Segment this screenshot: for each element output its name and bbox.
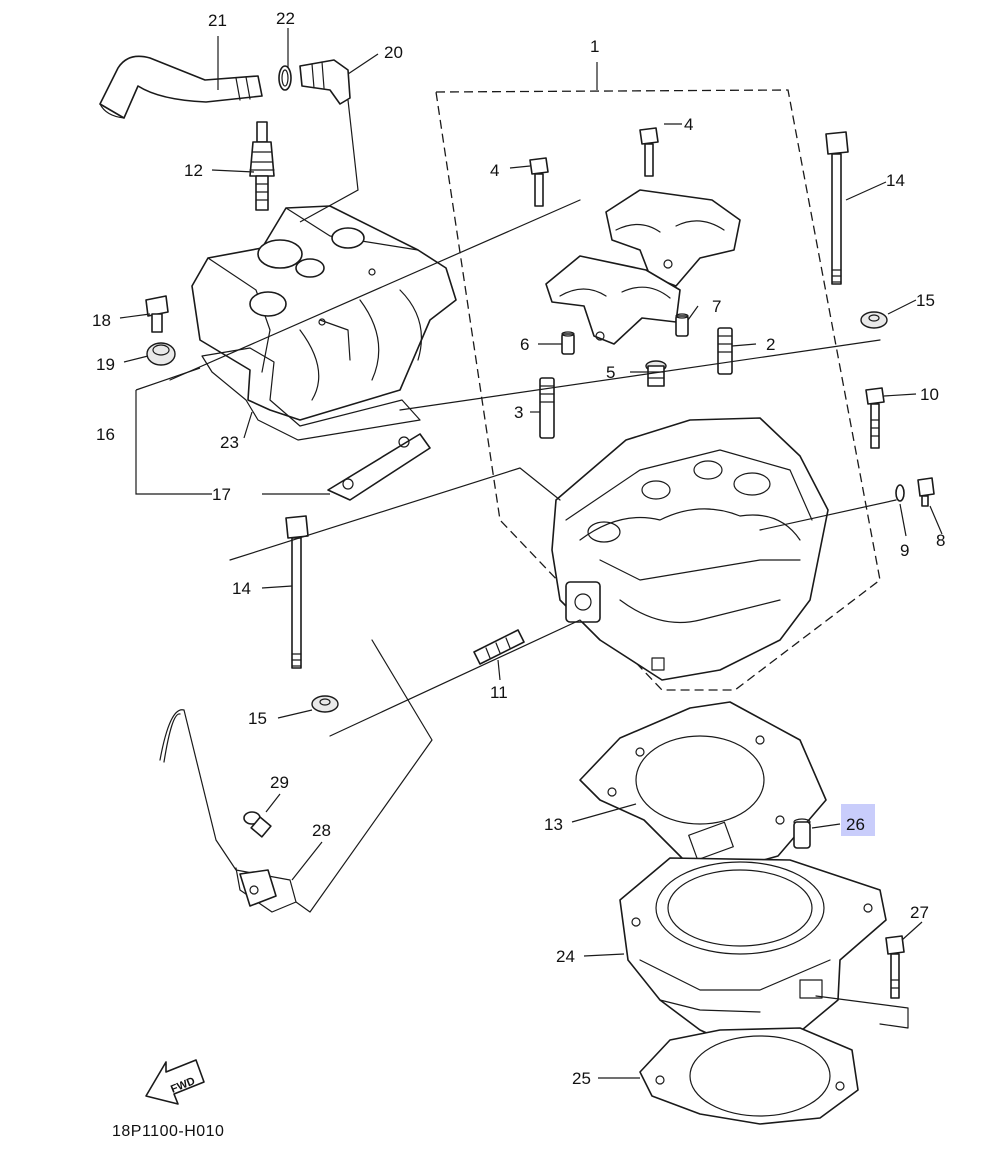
dowel-pin-26[interactable] (793, 818, 811, 849)
callout-8[interactable]: 8 (936, 531, 945, 550)
leader-lines (119, 28, 943, 1079)
cover-gasket[interactable] (201, 347, 421, 441)
cylinder-base-gasket[interactable] (639, 1027, 859, 1125)
cover-bolt-gasket[interactable] (146, 342, 176, 366)
callout-27[interactable]: 27 (910, 903, 929, 922)
callout-10[interactable]: 10 (920, 385, 939, 404)
callout-28[interactable]: 28 (312, 821, 331, 840)
union-bolt[interactable] (243, 811, 272, 838)
dowel-pin-7[interactable] (675, 313, 689, 337)
head-bolt-left[interactable] (285, 515, 309, 669)
callout-21[interactable]: 21 (208, 11, 227, 30)
spark-plug[interactable] (249, 121, 275, 211)
callout-23[interactable]: 23 (220, 433, 239, 452)
callout-12[interactable]: 12 (184, 161, 203, 180)
cylinder-bolt[interactable] (885, 935, 905, 999)
callout-15-right[interactable]: 15 (916, 291, 935, 310)
callout-18[interactable]: 18 (92, 311, 111, 330)
callout-24[interactable]: 24 (556, 947, 575, 966)
callout-20[interactable]: 20 (384, 43, 403, 62)
callout-4-left[interactable]: 4 (490, 161, 499, 180)
callout-11[interactable]: 11 (490, 683, 508, 702)
cylinder-head[interactable] (551, 417, 829, 681)
stud-11[interactable] (473, 629, 525, 665)
cam-cap-bolt-left[interactable] (529, 157, 549, 207)
callout-17[interactable]: 17 (212, 485, 231, 504)
callout-26-highlight (841, 804, 875, 836)
callout-16[interactable]: 16 (96, 425, 115, 444)
callout-numbers: 1 2 3 4 4 5 6 7 8 9 10 11 12 13 14 14 15… (92, 9, 945, 1088)
callout-9[interactable]: 9 (900, 541, 909, 560)
forward-direction-arrow: FWD (145, 1059, 205, 1105)
camshaft-cap-right[interactable] (605, 189, 741, 287)
spark-plug-sleeve[interactable] (645, 360, 667, 387)
callout-25[interactable]: 25 (572, 1069, 591, 1088)
callout-4-right[interactable]: 4 (684, 115, 693, 134)
bolt-10[interactable] (865, 387, 885, 449)
callout-19[interactable]: 19 (96, 355, 115, 374)
bolt-8[interactable] (917, 477, 935, 507)
callout-5[interactable]: 5 (606, 363, 615, 382)
callout-14-right[interactable]: 14 (886, 171, 905, 190)
diagram-code: 18P1100-H010 (112, 1123, 224, 1140)
callout-7[interactable]: 7 (712, 297, 721, 316)
breather-joint[interactable] (299, 59, 351, 105)
cover-bolt[interactable] (145, 295, 169, 333)
breather-hose[interactable] (99, 55, 263, 119)
callout-3[interactable]: 3 (514, 403, 523, 422)
callout-13[interactable]: 13 (544, 815, 563, 834)
callout-29[interactable]: 29 (270, 773, 289, 792)
head-bolt-right[interactable] (825, 131, 849, 285)
washer-9[interactable] (895, 484, 905, 502)
callout-1[interactable]: 1 (590, 37, 599, 56)
callout-14-left[interactable]: 14 (232, 579, 251, 598)
chain-guide[interactable] (327, 433, 431, 501)
cylinder-head-assembly-boundary (435, 89, 881, 691)
hose-clip[interactable] (278, 65, 292, 91)
callout-15-left[interactable]: 15 (248, 709, 267, 728)
callout-2[interactable]: 2 (766, 335, 775, 354)
dowel-pin-6[interactable] (561, 331, 575, 355)
callout-26[interactable]: 26 (846, 815, 865, 834)
camshaft-cap-left[interactable] (545, 255, 681, 345)
callout-22[interactable]: 22 (276, 9, 295, 28)
washer-right[interactable] (860, 311, 888, 329)
cylinder-head-gasket[interactable] (579, 701, 827, 877)
callout-6[interactable]: 6 (520, 335, 529, 354)
cam-cap-bolt-right[interactable] (639, 127, 659, 177)
stud-bolt-3[interactable] (539, 377, 555, 439)
oil-delivery-pipe[interactable] (159, 709, 297, 913)
stud-bolt-2[interactable] (717, 327, 733, 375)
washer-left[interactable] (311, 695, 339, 713)
cylinder-block[interactable] (619, 857, 887, 1049)
